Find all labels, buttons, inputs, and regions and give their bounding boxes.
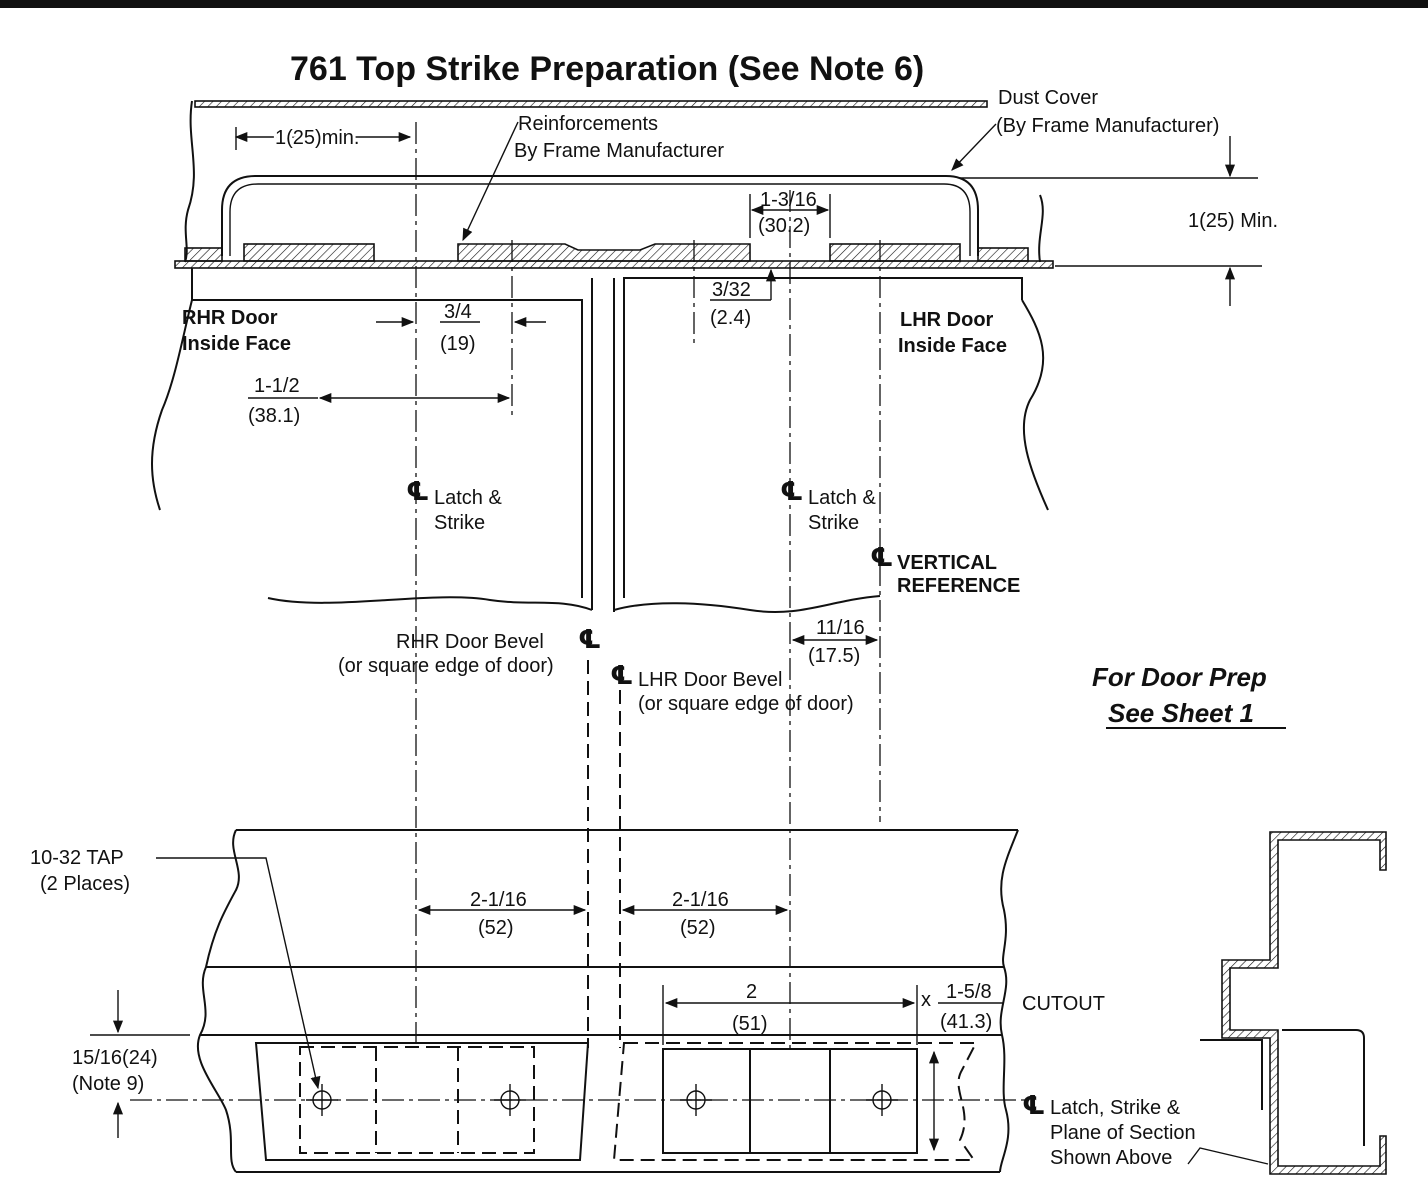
lhr-face-1: LHR Door bbox=[900, 309, 994, 331]
dim-38-1-label: (38.1) bbox=[248, 405, 300, 427]
note-9-label: (Note 9) bbox=[72, 1073, 144, 1095]
cl-symbol-rhr: ℄ bbox=[406, 477, 429, 507]
dim-1-1-2-label: 1-1/2 bbox=[254, 375, 300, 397]
lhr-cutout bbox=[662, 1048, 918, 1154]
cl-symbol-vert: ℄ bbox=[870, 543, 893, 573]
cl-symbol-plane: ℄ bbox=[1022, 1091, 1045, 1121]
rhr-plate bbox=[254, 1042, 590, 1161]
rhr-bevel-2: (or square edge of door) bbox=[338, 655, 554, 677]
lhr-bottom-break bbox=[613, 595, 881, 614]
dim-25-min-label: 1(25)min. bbox=[275, 127, 359, 149]
profile-outer bbox=[1221, 831, 1387, 1175]
lhr-plate bbox=[612, 1042, 978, 1161]
rhr-bevel-1: RHR Door Bevel bbox=[396, 631, 544, 653]
cl-symbol-rhr-bevel: ℄ bbox=[578, 625, 601, 655]
dust-leader bbox=[951, 123, 997, 171]
latch-rhr-1: Latch & bbox=[434, 487, 502, 509]
lhr-bevel-2: (or square edge of door) bbox=[638, 693, 854, 715]
dim-2-1-16-right-label: 2-1/16 bbox=[672, 889, 729, 911]
vertical-2: REFERENCE bbox=[897, 575, 1020, 597]
dust-label-2: (By Frame Manufacturer) bbox=[996, 115, 1219, 137]
dim-51-label: (51) bbox=[732, 1013, 768, 1035]
plane-label-3: Shown Above bbox=[1050, 1147, 1172, 1169]
rhr-bottom-break bbox=[267, 596, 593, 611]
dim-17-5-label: (17.5) bbox=[808, 645, 860, 667]
cl-symbol-lhr-bevel: ℄ bbox=[610, 661, 633, 691]
tap-label-1: 10-32 TAP bbox=[30, 847, 124, 869]
tap-label-2: (2 Places) bbox=[40, 873, 130, 895]
rhr-face-1: RHR Door bbox=[182, 307, 278, 329]
upper-section: 1(25)min. Reinforcements By Frame Manufa… bbox=[151, 87, 1278, 1048]
reinforcement-5 bbox=[977, 247, 1029, 262]
door-prep-note-1: For Door Prep bbox=[1092, 662, 1267, 692]
lhr-bevel-1: LHR Door Bevel bbox=[638, 669, 783, 691]
cutout-label: CUTOUT bbox=[1022, 993, 1105, 1015]
reinforcement-3 bbox=[457, 243, 751, 262]
dust-cover-inner bbox=[229, 183, 971, 256]
right-break-top bbox=[1038, 194, 1044, 263]
lhr-face-2: Inside Face bbox=[898, 335, 1007, 357]
tap-leader bbox=[156, 857, 321, 1090]
frame-head bbox=[194, 100, 988, 108]
latch-rhr-2: Strike bbox=[434, 512, 485, 534]
page-title: 761 Top Strike Preparation (See Note 6) bbox=[290, 50, 924, 88]
dust-label-1: Dust Cover bbox=[998, 87, 1098, 109]
lower-right-break bbox=[999, 829, 1019, 1173]
strike-box bbox=[1282, 1029, 1365, 1146]
dim-52-right-label: (52) bbox=[680, 917, 716, 939]
dim-2-1-16-left-label: 2-1/16 bbox=[470, 889, 527, 911]
dim-25-min-right-label: 1(25) Min. bbox=[1188, 210, 1278, 232]
dust-cover bbox=[221, 175, 979, 256]
dim-3-32-label: 3/32 bbox=[712, 279, 751, 301]
plane-label-1: Latch, Strike & bbox=[1050, 1097, 1181, 1119]
dim-30-2-label: (30.2) bbox=[758, 215, 810, 237]
dim-2-4-label: (2.4) bbox=[710, 307, 751, 329]
reinf-leader bbox=[462, 121, 519, 242]
dim-x-label: x bbox=[921, 989, 931, 1011]
dim-19-label: (19) bbox=[440, 333, 476, 355]
frame-plate bbox=[174, 260, 1054, 269]
plane-leader bbox=[1187, 1147, 1269, 1165]
reinf-label-2: By Frame Manufacturer bbox=[514, 140, 724, 162]
reinf-label-1: Reinforcements bbox=[518, 113, 658, 135]
dim-3-4-label: 3/4 bbox=[444, 301, 472, 323]
dim-2-label: 2 bbox=[746, 981, 757, 1003]
cl-symbol-lhr: ℄ bbox=[780, 477, 803, 507]
rhr-door-outline bbox=[191, 268, 583, 598]
vertical-1: VERTICAL bbox=[897, 552, 997, 574]
door-prep-note-2: See Sheet 1 bbox=[1108, 698, 1254, 728]
top-border bbox=[0, 0, 1428, 8]
reinforcement-4 bbox=[829, 243, 961, 262]
latch-lhr-2: Strike bbox=[808, 512, 859, 534]
dim-41-3-label: (41.3) bbox=[940, 1011, 992, 1033]
reinforcement-2 bbox=[243, 243, 375, 262]
lower-left-break bbox=[197, 829, 240, 1173]
lower-section: 10-32 TAP (2 Places) 2-1/16 (52) 2-1/16 … bbox=[30, 829, 1269, 1173]
lhr-door-outline bbox=[623, 277, 1023, 598]
dim-52-left-label: (52) bbox=[478, 917, 514, 939]
reinforcement-1 bbox=[184, 247, 223, 262]
profile-wall-break bbox=[1200, 1039, 1263, 1110]
rhr-face-2: Inside Face bbox=[182, 333, 291, 355]
dim-11-16-label: 11/16 bbox=[816, 617, 865, 639]
frame-profile bbox=[1200, 831, 1387, 1175]
lower-left-break bbox=[151, 299, 193, 511]
latch-lhr-1: Latch & bbox=[808, 487, 876, 509]
dim-1-3-16-label: 1-3/16 bbox=[760, 189, 817, 211]
dim-15-16-label: 15/16(24) bbox=[72, 1047, 158, 1069]
plane-label-2: Plane of Section bbox=[1050, 1122, 1196, 1144]
dim-1-5-8-label: 1-5/8 bbox=[946, 981, 992, 1003]
right-break-lower bbox=[1021, 299, 1049, 511]
left-break-line bbox=[184, 100, 195, 263]
